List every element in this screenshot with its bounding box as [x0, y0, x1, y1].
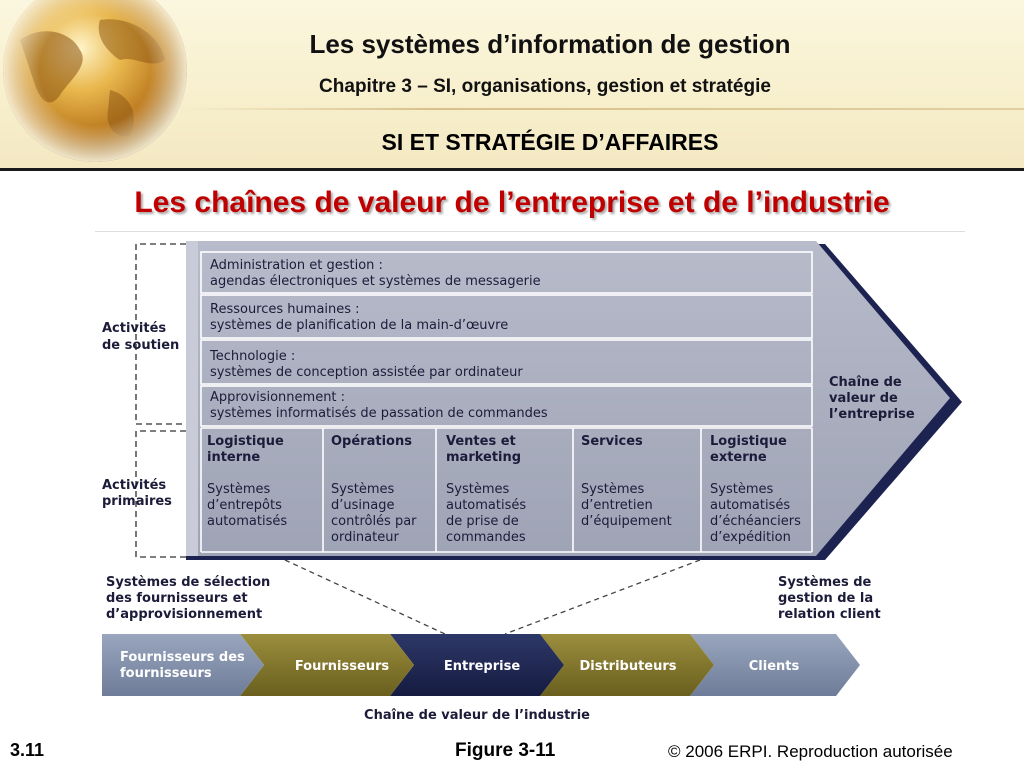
globe-icon: [0, 0, 200, 168]
support-activity-texts: Administration et gestion : agendas élec…: [209, 258, 548, 421]
chain-step-label: Fournisseurs: [295, 659, 390, 674]
support-activity: Technologie : systèmes de conception ass…: [209, 349, 523, 380]
firm-chain-label: Chaîne de valeur de l’entreprise: [829, 375, 915, 422]
chain-step-label: Clients: [749, 659, 800, 674]
primary-activity-title: Opérations: [331, 434, 412, 449]
support-activity: Approvisionnement : systèmes informatisé…: [210, 390, 548, 421]
primary-activity-texts: Logistique interne Systèmes d’entrepôts …: [207, 434, 805, 545]
chain-step-label: Entreprise: [444, 659, 520, 674]
primary-activity-desc: Systèmes automatisés de prise de command…: [446, 482, 530, 545]
header-divider: [180, 108, 1024, 110]
primary-activity-desc: Systèmes d’entrepôts automatisés: [207, 482, 287, 529]
primary-bracket: [135, 430, 186, 558]
support-activity: Administration et gestion : agendas élec…: [210, 258, 541, 289]
course-title: Les systèmes d’information de gestion: [309, 29, 791, 59]
chain-step-fournisseurs-des-fournisseurs: [102, 634, 264, 696]
industry-chain-texts: Fournisseurs des fournisseurs Fournisseu…: [120, 650, 799, 681]
connector-lines: [284, 559, 701, 635]
primary-label: Activités primaires: [102, 478, 172, 509]
support-activities: [200, 251, 813, 427]
industry-chain: [102, 634, 860, 696]
arrow-left-bevel: [186, 241, 198, 556]
primary-activity-title: Logistique interne: [207, 434, 288, 465]
chapter-subtitle: Chapitre 3 – SI, organisations, gestion …: [319, 76, 771, 97]
primary-activity-desc: Systèmes automatisés d’échéanciers d’exp…: [710, 482, 805, 545]
section-title: SI ET STRATÉGIE D’AFFAIRES: [381, 129, 719, 155]
chain-step-clients: [690, 634, 860, 696]
primary-activity-title: Services: [581, 434, 643, 449]
slide-title: Les chaînes de valeur de l’entreprise et…: [134, 186, 890, 219]
value-chain-arrow: [186, 241, 950, 556]
title-underline: [95, 231, 965, 232]
chain-step-label: Distributeurs: [579, 659, 676, 674]
chain-step-distributeurs: [540, 634, 714, 696]
primary-activity-desc: Systèmes d’entretien d’équipement: [581, 482, 672, 529]
figure-label: Figure 3-11: [455, 740, 556, 761]
support-bracket: [135, 243, 186, 425]
primary-activity-title: Ventes et marketing: [446, 434, 521, 465]
crm-systems-label: Systèmes de gestion de la relation clien…: [778, 575, 881, 622]
primary-activities: [200, 427, 813, 553]
slide-header: Les systèmes d’information de gestion Ch…: [0, 0, 1024, 168]
support-label: Activités de soutien: [102, 321, 179, 353]
primary-activity-desc: Systèmes d’usinage contrôlés par ordinat…: [331, 482, 421, 545]
copyright-notice: © 2006 ERPI. Reproduction autorisée: [668, 742, 953, 761]
supplier-systems-label: Systèmes de sélection des fournisseurs e…: [106, 575, 275, 622]
support-activity: Ressources humaines : systèmes de planif…: [210, 302, 508, 333]
chain-step-label: Fournisseurs des fournisseurs: [120, 650, 249, 681]
header-rule: [0, 168, 1024, 171]
slide-number: 3.11: [10, 740, 45, 760]
chain-step-fournisseurs: [240, 634, 414, 696]
chain-step-entreprise: [390, 634, 564, 696]
industry-chain-label: Chaîne de valeur de l’industrie: [364, 708, 590, 723]
primary-activity-title: Logistique externe: [710, 434, 791, 465]
